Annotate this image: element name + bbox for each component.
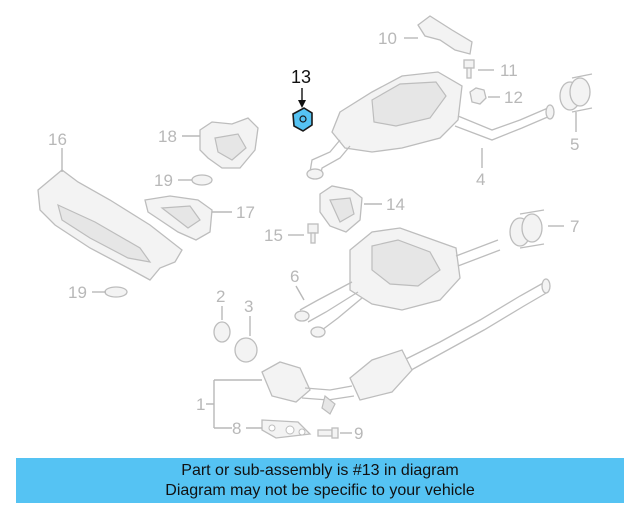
callout-4: 4	[476, 170, 485, 189]
callout-6: 6	[290, 267, 299, 286]
part-15-bolt	[307, 223, 319, 244]
part-2-gasket	[213, 321, 231, 343]
callout-1: 1	[196, 395, 205, 414]
callout-12: 12	[504, 88, 523, 107]
callout-15: 15	[264, 226, 283, 245]
part-7-clamp	[509, 209, 545, 249]
callout-14: 14	[386, 195, 405, 214]
callout-11: 11	[500, 61, 518, 80]
part-10-bracket	[417, 15, 473, 55]
part-4-rear-muffler	[306, 71, 555, 180]
part-3-clamp	[234, 337, 258, 363]
leader-1	[206, 379, 262, 428]
part-16-heat-shield	[37, 169, 183, 281]
part-12-nut	[469, 87, 487, 105]
callout-5: 5	[570, 135, 579, 154]
part-18-bracket	[199, 117, 259, 169]
callout-17: 17	[236, 203, 255, 222]
part-14-bracket	[319, 185, 363, 233]
part-5-clamp	[559, 73, 593, 113]
callout-18: 18	[158, 127, 177, 146]
exhaust-parts-diagram: 16 18 19 17 19 13 10 11 12	[37, 15, 593, 443]
leader-6	[295, 285, 305, 301]
callout-16: 16	[48, 130, 67, 149]
callout-2: 2	[216, 287, 225, 306]
callout-7: 7	[570, 217, 579, 236]
callout-19-upper: 19	[154, 171, 173, 190]
part-13-hanger-highlighted	[292, 107, 313, 132]
callout-3: 3	[244, 297, 253, 316]
part-11-bolt	[463, 59, 475, 79]
part-6-center-muffler	[294, 227, 501, 338]
callout-10: 10	[378, 29, 397, 48]
part-1-front-pipe-catalytic-converter	[261, 278, 551, 415]
callout-8: 8	[232, 419, 241, 438]
part-8-gasket	[261, 419, 312, 439]
part-19-grommet-upper	[191, 174, 213, 186]
callout-13: 13	[291, 67, 311, 87]
banner-line-1: Part or sub-assembly is #13 in diagram	[181, 462, 459, 479]
callout-19-lower: 19	[68, 283, 87, 302]
part-9-stud	[317, 427, 339, 439]
part-19-grommet-lower	[104, 286, 128, 298]
part-17-heat-shield	[144, 195, 213, 241]
callout-9: 9	[354, 424, 363, 443]
banner-line-2: Diagram may not be specific to your vehi…	[165, 482, 475, 499]
leader-13-arrowhead	[298, 100, 306, 108]
info-banner: Part or sub-assembly is #13 in diagram D…	[16, 458, 624, 503]
